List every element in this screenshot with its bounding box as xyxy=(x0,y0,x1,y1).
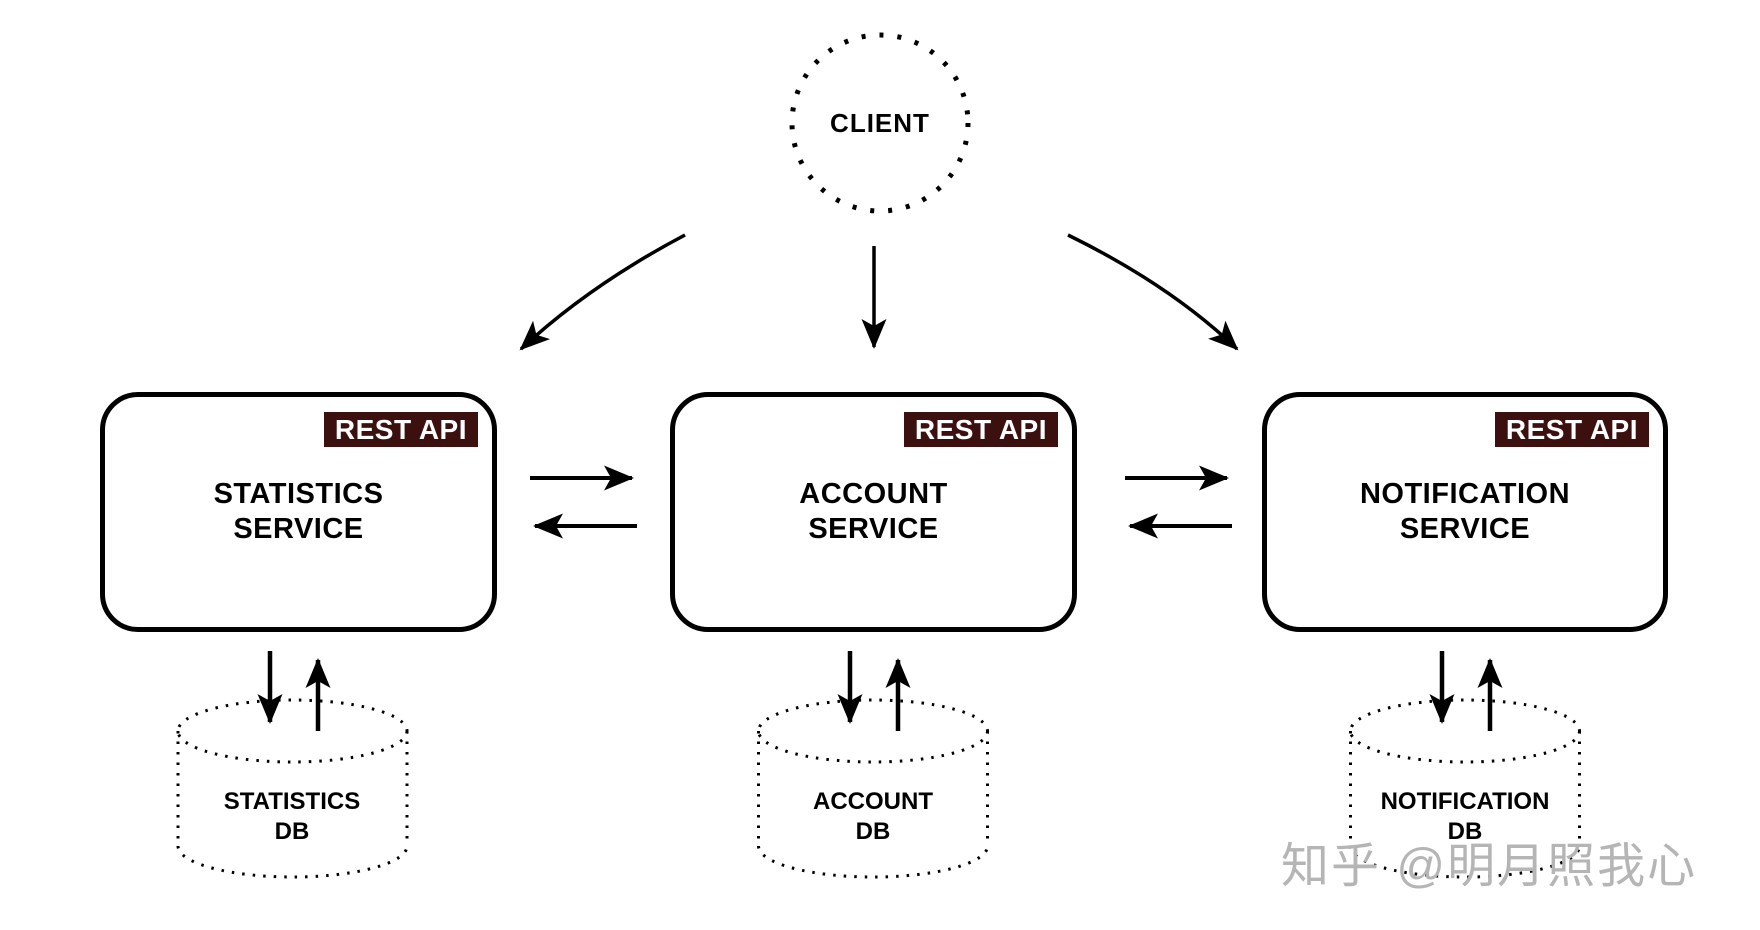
db-label-statistics: STATISTICS DB xyxy=(172,787,412,847)
db-label-notification: NOTIFICATION DB xyxy=(1345,787,1585,847)
arrow-client-to-notification-service xyxy=(1067,233,1239,351)
db-label-account: ACCOUNT DB xyxy=(753,787,993,847)
client-node-circle xyxy=(789,32,971,214)
db-label-line1: ACCOUNT xyxy=(813,788,933,815)
rest-api-badge-statistics: REST API xyxy=(323,412,478,447)
service-box-notification: REST API NOTIFICATION SERVICE xyxy=(1262,392,1668,632)
db-label-line2: DB xyxy=(1447,818,1483,845)
service-box-statistics: REST API STATISTICS SERVICE xyxy=(100,392,497,632)
service-title-statistics: STATISTICS SERVICE xyxy=(105,397,492,627)
rest-api-badge-notification: REST API xyxy=(1494,412,1649,447)
service-box-account: REST API ACCOUNT SERVICE xyxy=(670,392,1077,632)
db-label-line2: DB xyxy=(855,818,891,845)
arrow-client-to-statistics-service xyxy=(519,233,686,351)
db-label-line1: STATISTICS xyxy=(223,788,361,815)
service-title-line1: STATISTICS xyxy=(213,478,384,510)
db-label-line1: NOTIFICATION xyxy=(1380,788,1550,815)
account-db-cylinder xyxy=(757,698,989,879)
service-title-line2: SERVICE xyxy=(233,513,364,545)
notification-db-cylinder xyxy=(1349,698,1581,879)
service-title-account: ACCOUNT SERVICE xyxy=(675,397,1072,627)
client-node-label: CLIENT xyxy=(830,107,930,138)
watermark: 知乎 @明月照我心 xyxy=(1281,840,1698,893)
service-title-notification: NOTIFICATION SERVICE xyxy=(1267,397,1663,627)
statistics-db-cylinder xyxy=(176,698,409,879)
service-title-line1: NOTIFICATION xyxy=(1359,478,1571,510)
rest-api-badge-account: REST API xyxy=(903,412,1058,447)
db-label-line2: DB xyxy=(274,818,310,845)
service-title-line2: SERVICE xyxy=(1399,513,1531,545)
service-title-line1: ACCOUNT xyxy=(799,478,948,510)
service-title-line2: SERVICE xyxy=(808,513,939,545)
